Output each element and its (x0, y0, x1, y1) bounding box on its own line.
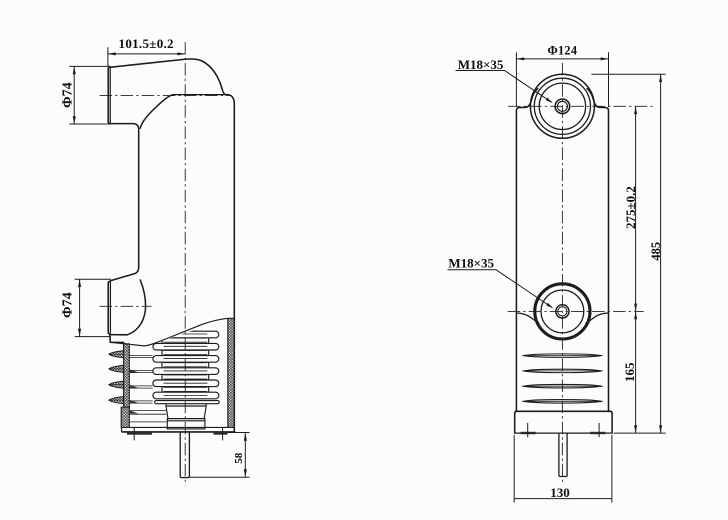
svg-text:165: 165 (622, 362, 637, 382)
svg-text:M18×35: M18×35 (458, 57, 504, 72)
svg-text:Φ74: Φ74 (61, 292, 76, 318)
svg-text:Φ74: Φ74 (60, 82, 75, 108)
svg-text:275±0.2: 275±0.2 (623, 186, 638, 229)
svg-text:485: 485 (649, 242, 663, 261)
svg-text:101.5±0.2: 101.5±0.2 (119, 36, 174, 51)
svg-text:58: 58 (233, 452, 245, 464)
svg-text:130: 130 (550, 485, 570, 500)
svg-text:M18×35: M18×35 (448, 255, 494, 270)
svg-text:Φ124: Φ124 (547, 43, 577, 57)
